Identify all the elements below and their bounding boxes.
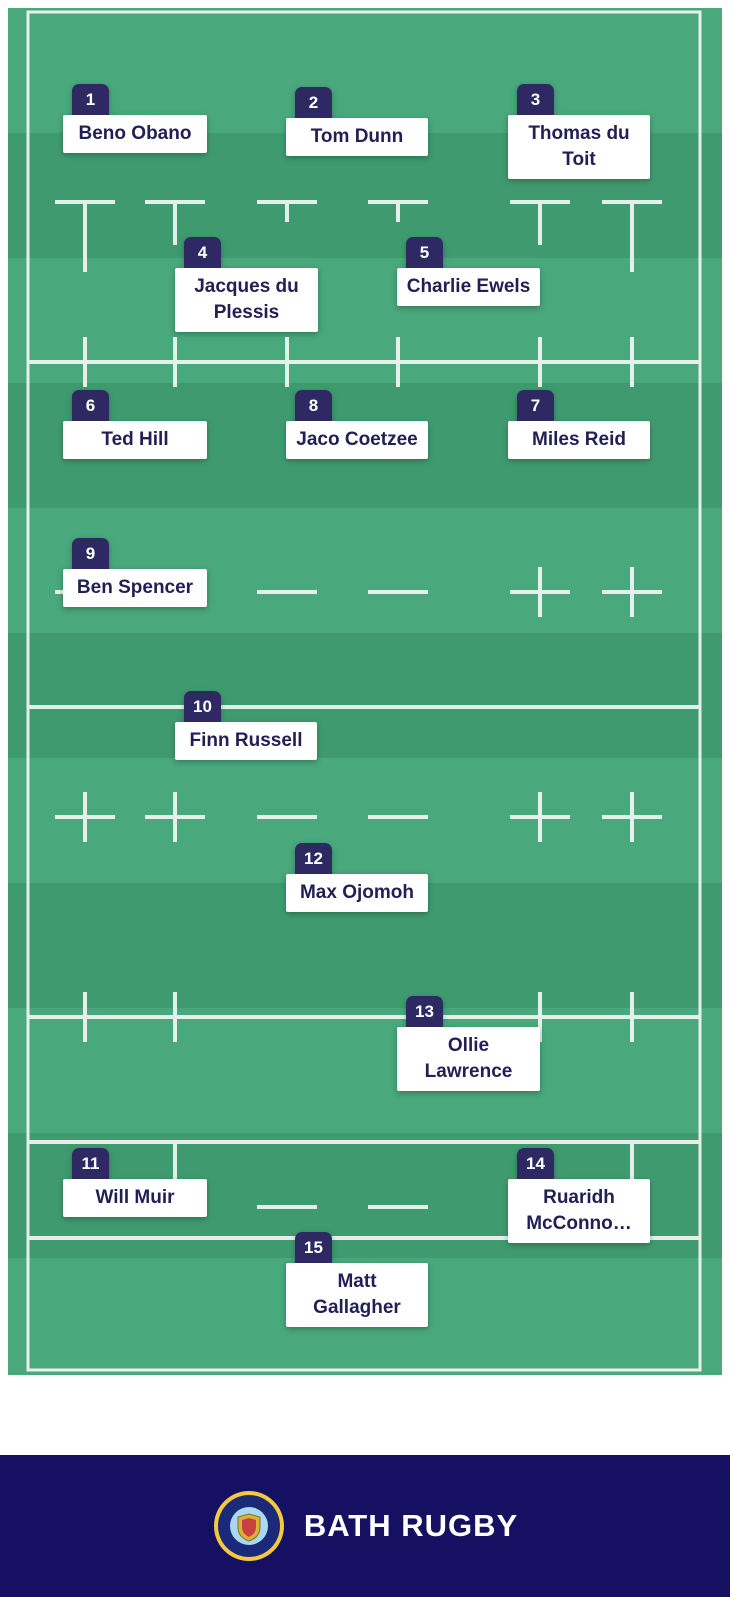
player-number: 14 [526,1153,545,1173]
player-card[interactable]: 13 Ollie Lawrence [397,996,540,1092]
player-card[interactable]: 6 Ted Hill [63,390,207,460]
player-name: Matt Gallagher [286,1263,428,1328]
player-card[interactable]: 4 Jacques du Plessis [175,237,318,333]
player-card[interactable]: 5 Charlie Ewels [397,237,540,307]
player-number-badge: 2 [295,87,332,118]
player-number-badge: 6 [72,390,109,421]
player-card[interactable]: 12 Max Ojomoh [286,843,428,913]
player-number-badge: 12 [295,843,332,874]
player-name: Jaco Coetzee [286,421,428,460]
player-number: 4 [197,242,208,262]
player-card[interactable]: 10 Finn Russell [175,691,317,761]
player-card[interactable]: 11 Will Muir [63,1148,207,1218]
player-name: Jacques du Plessis [175,268,318,333]
player-number: 12 [304,848,323,868]
player-card[interactable]: 8 Jaco Coetzee [286,390,428,460]
player-number: 7 [530,395,541,415]
player-card[interactable]: 1 Beno Obano [63,84,207,154]
player-number-badge: 13 [406,996,443,1027]
team-name: BATH RUGBY [303,1508,519,1543]
player-name: Ollie Lawrence [397,1027,540,1092]
player-number-badge: 8 [295,390,332,421]
player-card[interactable]: 2 Tom Dunn [286,87,428,157]
player-number-badge: 14 [517,1148,554,1179]
player-number-badge: 3 [517,84,554,115]
player-card[interactable]: 15 Matt Gallagher [286,1232,428,1328]
player-number: 9 [85,543,96,563]
bath-rugby-crest-icon [213,1491,284,1561]
player-number-badge: 1 [72,84,109,115]
player-name: Ted Hill [63,421,207,460]
player-name: Tom Dunn [286,118,428,157]
player-number-badge: 4 [184,237,221,268]
player-number-badge: 15 [295,1232,332,1263]
player-number-badge: 7 [517,390,554,421]
player-number: 1 [85,89,96,109]
player-name: Ruaridh McConno… [508,1179,650,1244]
player-name: Charlie Ewels [397,268,540,307]
player-number-badge: 11 [72,1148,109,1179]
player-number-badge: 10 [184,691,221,722]
player-card[interactable]: 3 Thomas du Toit [508,84,650,180]
player-name: Thomas du Toit [508,115,650,180]
player-number: 8 [308,395,319,415]
player-number: 11 [81,1153,100,1173]
player-number: 13 [415,1001,434,1021]
player-card[interactable]: 7 Miles Reid [508,390,650,460]
player-number: 2 [308,92,319,112]
player-name: Miles Reid [508,421,650,460]
player-number: 3 [530,89,541,109]
player-card[interactable]: 14 Ruaridh McConno… [508,1148,650,1244]
player-number: 15 [304,1237,323,1257]
player-number: 5 [419,242,430,262]
player-number-badge: 9 [72,538,109,569]
player-name: Beno Obano [63,115,207,154]
player-name: Max Ojomoh [286,874,428,913]
player-name: Finn Russell [175,722,317,761]
player-name: Will Muir [63,1179,207,1218]
player-name: Ben Spencer [63,569,207,608]
team-footer: BATH RUGBY [0,1455,730,1597]
player-number-badge: 5 [406,237,443,268]
player-number: 10 [193,696,212,716]
player-number: 6 [85,395,96,415]
player-card[interactable]: 9 Ben Spencer [63,538,207,608]
